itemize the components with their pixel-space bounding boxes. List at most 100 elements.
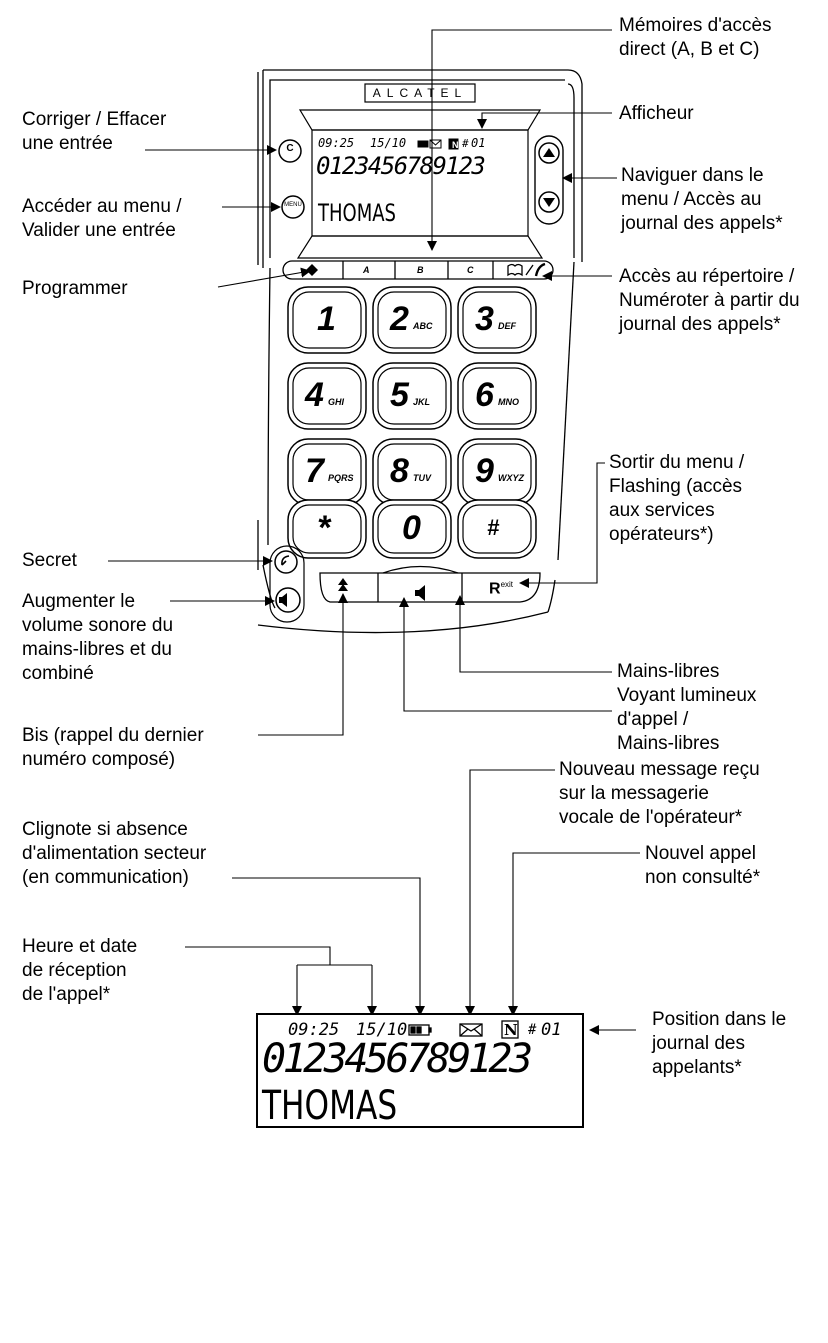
detail-lcd-time: 09:25 [288, 1020, 340, 1040]
display-housing [296, 109, 544, 259]
label-heure-date: Heure et date de réception de l'appel* [22, 936, 138, 1005]
label-bis: Bis (rappel du dernier numéro composé) [22, 725, 204, 770]
key-digit: 3 [475, 300, 494, 338]
key-inner-frame [377, 367, 447, 425]
key-digit: 4 [305, 376, 324, 414]
book-handset-icon [507, 262, 546, 277]
correct-button[interactable] [278, 139, 302, 163]
correct-button-label: C [286, 143, 294, 154]
lcd-date: 15/10 [370, 136, 407, 150]
key-hash[interactable] [457, 499, 537, 559]
lcd-position: 01 [471, 136, 486, 150]
label-naviguer: Naviguer dans le menu / Accès au journal… [621, 165, 783, 234]
key-digit: 2 [390, 300, 409, 338]
detail-lcd-hash-icon: # [528, 1022, 537, 1038]
label-voyant: Voyant lumineux d'appel / Mains-libres [617, 685, 757, 754]
key-letters: JKL [413, 397, 431, 407]
lcd-time: 09:25 [318, 136, 355, 150]
key-inner-frame [377, 291, 447, 349]
leader-lines [108, 29, 640, 1035]
key-3[interactable] [457, 286, 537, 354]
speaker-icon [415, 585, 425, 601]
label-clignote: Clignote si absence d'alimentation secte… [22, 819, 207, 888]
key-inner-frame [292, 504, 362, 554]
detail-lcd-frame [256, 1013, 584, 1128]
key-letters: DEF [498, 321, 516, 331]
key-inner-frame [292, 367, 362, 425]
key-6[interactable] [457, 362, 537, 430]
down-arrow-icon [543, 198, 555, 207]
label-sortir: Sortir du menu / Flashing (accès aux ser… [609, 452, 745, 545]
key-5[interactable] [372, 362, 452, 430]
memory-key-b[interactable]: B [417, 265, 424, 275]
key-star[interactable] [287, 499, 367, 559]
memory-key-c[interactable]: C [467, 265, 474, 275]
brand-box [364, 83, 476, 103]
volume-icon [279, 593, 287, 607]
key-letters: MNO [498, 397, 519, 407]
r-key-label: R [489, 580, 501, 598]
key-0[interactable] [372, 499, 452, 559]
detail-lcd-icons [408, 1020, 519, 1039]
label-mains-libres: Mains-libres [617, 661, 720, 682]
memory-key-a[interactable]: A [363, 265, 370, 275]
key-inner-frame [377, 504, 447, 554]
r-exit-label: exit [500, 580, 514, 589]
lcd-hash-icon: # [462, 137, 469, 150]
key-8[interactable] [372, 438, 452, 506]
nav-button-group [534, 135, 564, 225]
key-inner-frame [462, 367, 532, 425]
redial-icon [338, 578, 348, 591]
label-repertoire: Accès au répertoire / Numéroter à partir… [619, 266, 800, 335]
lcd-number: 0123456789123 [316, 152, 486, 180]
keypad [287, 286, 537, 559]
lcd-name: THOMAS [318, 199, 396, 227]
label-augmenter: Augmenter le volume sonore du mains-libr… [22, 591, 174, 684]
memory-key-strip [282, 260, 554, 280]
phone-body [257, 69, 583, 634]
secret-icon [281, 555, 290, 566]
menu-button[interactable] [281, 195, 305, 219]
detail-lcd-position: 01 [541, 1020, 562, 1040]
label-nouvel-appel: Nouvel appel non consulté* [645, 843, 761, 888]
key-9[interactable] [457, 438, 537, 506]
key-digit: 6 [475, 376, 494, 414]
detail-lcd-date: 15/10 [356, 1020, 408, 1040]
key-inner-frame [462, 291, 532, 349]
key-2[interactable] [372, 286, 452, 354]
lcd-n-icon: N [452, 140, 459, 150]
key-1[interactable] [287, 286, 367, 354]
label-afficheur: Afficheur [619, 103, 694, 124]
key-7[interactable] [287, 438, 367, 506]
up-arrow-icon [543, 148, 555, 157]
key-letters: GHI [328, 397, 345, 407]
key-letters: TUV [413, 473, 431, 483]
r-exit-key[interactable]: Rexit [489, 580, 513, 598]
brand-logo: ALCATEL [372, 86, 468, 100]
key-digit: 5 [390, 376, 409, 414]
key-digit: 8 [390, 452, 409, 490]
key-inner-frame [462, 504, 532, 554]
menu-button-label: MENU [284, 202, 302, 208]
key-letters: ABC [413, 321, 433, 331]
key-digit: 1 [317, 300, 336, 338]
key-digit: * [317, 509, 331, 547]
volume-button[interactable] [275, 587, 301, 613]
detail-lcd-number: 0123456789123 [262, 1036, 533, 1082]
detail-lcd-n-icon: N [504, 1021, 518, 1039]
detail-lcd-name: THOMAS [262, 1083, 398, 1129]
key-4[interactable] [287, 362, 367, 430]
key-digit: 0 [402, 509, 421, 547]
key-inner-frame [292, 291, 362, 349]
label-programmer: Programmer [22, 278, 128, 299]
label-acceder-menu: Accéder au menu / Valider une entrée [22, 196, 182, 241]
key-digit: 9 [475, 452, 494, 490]
label-position: Position dans le journal des appelants* [652, 1009, 787, 1078]
key-digit: # [487, 515, 500, 540]
label-memoires: Mémoires d'accès direct (A, B et C) [619, 15, 772, 60]
key-digit: 7 [305, 452, 324, 490]
key-letters: WXYZ [498, 473, 524, 483]
label-secret: Secret [22, 550, 77, 571]
label-corriger: Corriger / Effacer une entrée [22, 109, 167, 154]
